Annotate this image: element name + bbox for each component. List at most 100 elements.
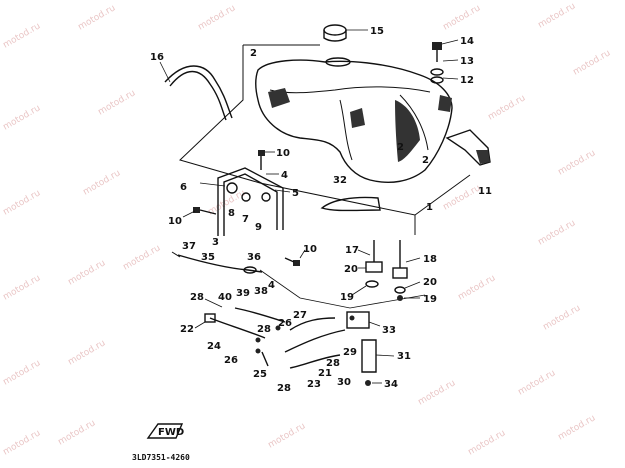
callout-2: 2 [422, 155, 429, 166]
leader-line [404, 281, 421, 289]
bolt-head [258, 150, 265, 156]
callout-13: 13 [460, 56, 474, 67]
bracket-line [259, 269, 426, 309]
callout-19: 19 [340, 292, 354, 303]
callout-29: 29 [343, 347, 357, 358]
leader-line [299, 249, 306, 259]
callout-28: 28 [326, 358, 340, 369]
callout-39: 39 [236, 288, 250, 299]
callout-10: 10 [276, 148, 290, 159]
callout-8: 8 [228, 208, 235, 219]
pad-outline [320, 196, 381, 212]
callout-27: 27 [293, 310, 307, 321]
watermark-text: motod.ru [67, 338, 108, 367]
leader-line [194, 321, 206, 329]
leader-line [204, 298, 223, 308]
leader-line [375, 354, 395, 357]
valve-bracket [361, 339, 395, 386]
clip [255, 348, 261, 354]
hose-line [177, 254, 263, 273]
watermark-text: motod.ru [67, 258, 108, 287]
bolt-head [193, 207, 200, 213]
callout-4: 4 [268, 280, 275, 291]
fuel-cap [323, 24, 368, 42]
callout-12: 12 [460, 75, 474, 86]
tank-emblem [350, 108, 365, 128]
callout-10: 10 [168, 216, 182, 227]
bracket-line [179, 45, 471, 216]
tank-mount-hardware [430, 39, 459, 84]
watermark-text: motod.ru [267, 421, 308, 450]
callout-32: 32 [333, 175, 347, 186]
bracket-frame [223, 173, 278, 236]
callout-17: 17 [345, 245, 359, 256]
watermark-text: motod.ru [537, 218, 578, 247]
watermark-text: motod.ru [77, 3, 118, 32]
tank-emblem [268, 88, 290, 108]
fuel-tank [255, 57, 453, 183]
assembly-outline [179, 44, 471, 309]
callout-20: 20 [423, 277, 437, 288]
bracket-frame [217, 167, 284, 236]
o-ring [365, 280, 379, 288]
callout-2: 2 [397, 142, 404, 153]
collar [261, 192, 271, 202]
leader-line [442, 77, 459, 80]
pipe-fitting [204, 313, 216, 323]
callout-26: 26 [224, 355, 238, 366]
callout-26: 26 [278, 318, 292, 329]
clip [275, 325, 281, 331]
callout-10: 10 [303, 244, 317, 255]
hose-clamp [243, 266, 257, 274]
callout-33: 33 [382, 325, 396, 336]
callout-31: 31 [397, 351, 411, 362]
filler-neck [325, 57, 351, 67]
leader-line [274, 189, 291, 193]
overflow-hose [171, 251, 263, 274]
callout-36: 36 [247, 252, 261, 263]
watermark-text: motod.ru [457, 273, 498, 302]
watermark-text: motod.ru [442, 183, 483, 212]
callout-23: 23 [307, 379, 321, 390]
hose-line [169, 70, 227, 121]
watermark-text: motod.ru [57, 418, 98, 447]
bolt-head [432, 42, 442, 50]
tank-contour [339, 99, 353, 161]
watermark-text: motod.ru [417, 378, 458, 407]
watermark-text: motod.ru [517, 368, 558, 397]
grommet [226, 182, 238, 194]
callout-37: 37 [182, 241, 196, 252]
cock-body [365, 261, 383, 273]
fuel-cock-left [351, 240, 383, 296]
breather-hose [159, 61, 233, 121]
callout-4: 4 [281, 170, 288, 181]
callout-28: 28 [257, 324, 271, 335]
callout-22: 22 [180, 324, 194, 335]
leader-line [199, 182, 226, 187]
callout-24: 24 [207, 341, 221, 352]
watermark-text: motod.ru [442, 3, 483, 32]
marker-frame [146, 423, 184, 439]
callout-18: 18 [423, 254, 437, 265]
cap-top [323, 24, 347, 36]
valve-port [349, 315, 355, 321]
cock-body [392, 267, 408, 279]
callout-1: 1 [426, 202, 433, 213]
watermark-text: motod.ru [572, 48, 613, 77]
leader-line [351, 285, 367, 296]
callout-38: 38 [254, 286, 268, 297]
watermark-text: motod.ru [542, 303, 583, 332]
fuel-hose [289, 317, 336, 331]
watermark-text: motod.ru [2, 358, 43, 387]
fuel-hose [284, 329, 346, 353]
callout-2: 2 [250, 48, 257, 59]
bolt-head [293, 260, 300, 266]
callout-19: 19 [423, 294, 437, 305]
callout-5: 5 [292, 188, 299, 199]
front-direction-marker: FWD [146, 423, 184, 439]
cap-side [323, 30, 347, 42]
leader-line [357, 249, 371, 256]
joint [261, 351, 269, 367]
watermark-text: motod.ru [2, 21, 43, 50]
